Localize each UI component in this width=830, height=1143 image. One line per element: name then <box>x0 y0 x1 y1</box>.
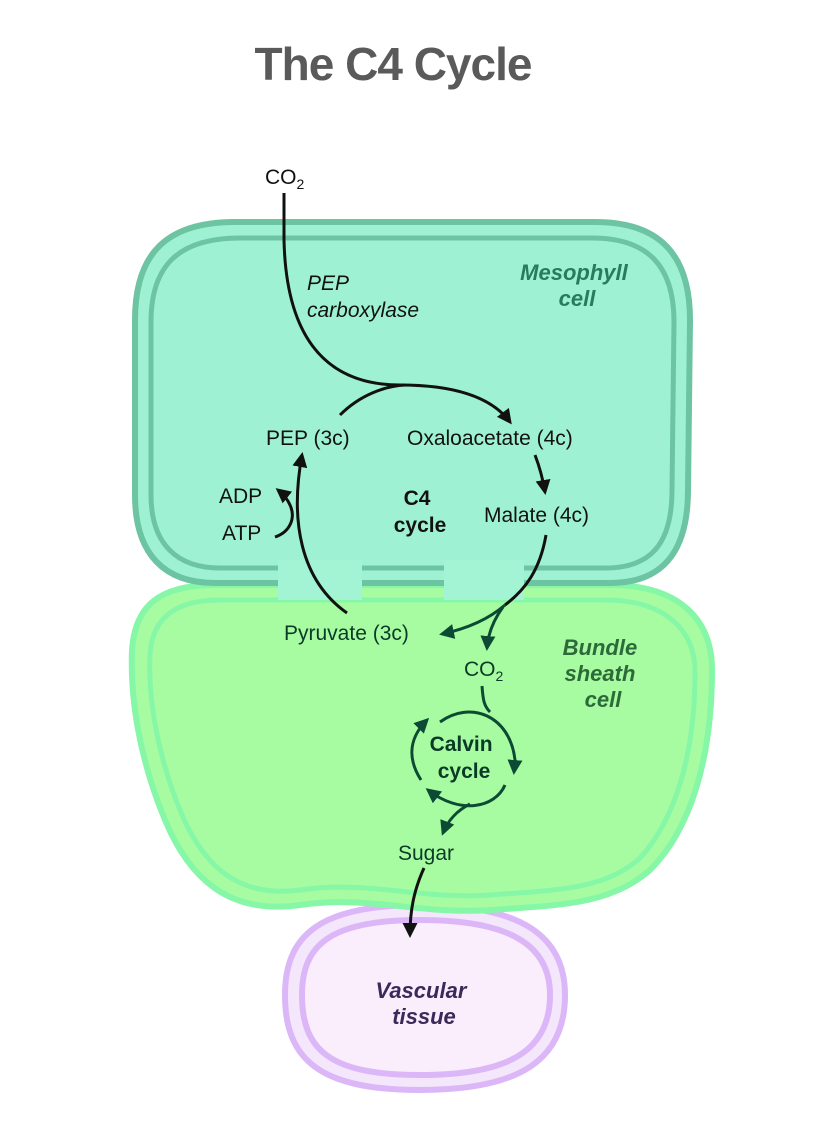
arrow-malate-to-pyruvate <box>504 534 548 607</box>
bundle-sheath-cell-label: Bundle sheath cell <box>563 635 644 712</box>
calvin-cycle-label: Calvin cycle <box>430 733 499 783</box>
atp-label: ATP <box>222 522 261 545</box>
vascular-tissue-label: Vascular tissue <box>375 978 472 1029</box>
co2-bundle-label: CO2 <box>464 658 504 684</box>
plasmodesma-gap-1 <box>278 560 362 600</box>
c4-cycle-label: C4 cycle <box>394 487 447 537</box>
arrow-co2-to-calvin <box>480 685 492 714</box>
diagram-title: The C4 Cycle <box>255 38 532 90</box>
co2-input-label: CO2 <box>265 166 305 192</box>
calvin-cycle-arc-right <box>439 710 523 775</box>
arrow-atp-to-adp <box>274 488 294 539</box>
mesophyll-cell-label: Mesophyll cell <box>520 260 634 311</box>
plasmodesma-gap-2 <box>444 560 524 600</box>
bundle-inner-membrane <box>147 597 698 899</box>
vascular-tissue-cell <box>281 901 569 1094</box>
pyruvate-label: Pyruvate (3c) <box>284 622 409 645</box>
sugar-label: Sugar <box>398 842 454 865</box>
arrow-oxaloacetate-to-malate <box>533 454 551 495</box>
arrow-sugar-to-vascular <box>402 867 426 938</box>
vascular-inner-membrane <box>298 916 554 1079</box>
arrow-malate-to-co2 <box>480 606 505 651</box>
pep-label: PEP (3c) <box>266 427 350 450</box>
arrow-calvin-to-sugar <box>440 802 471 836</box>
oxaloacetate-label: Oxaloacetate (4c) <box>407 427 573 450</box>
arrow-co2-to-oxaloacetate <box>282 193 512 425</box>
arrow-pyruvate-to-pep <box>292 452 348 615</box>
arrow-pep-to-cycle <box>338 383 406 417</box>
malate-label: Malate (4c) <box>484 504 589 527</box>
calvin-cycle-arc-bottom <box>425 784 507 808</box>
bundle-sheath-cell <box>128 582 716 914</box>
arrows <box>274 193 551 938</box>
adp-label: ADP <box>219 485 262 508</box>
calvin-cycle-arc-left <box>410 717 430 781</box>
enzyme-label: PEP carboxylase <box>307 272 419 322</box>
